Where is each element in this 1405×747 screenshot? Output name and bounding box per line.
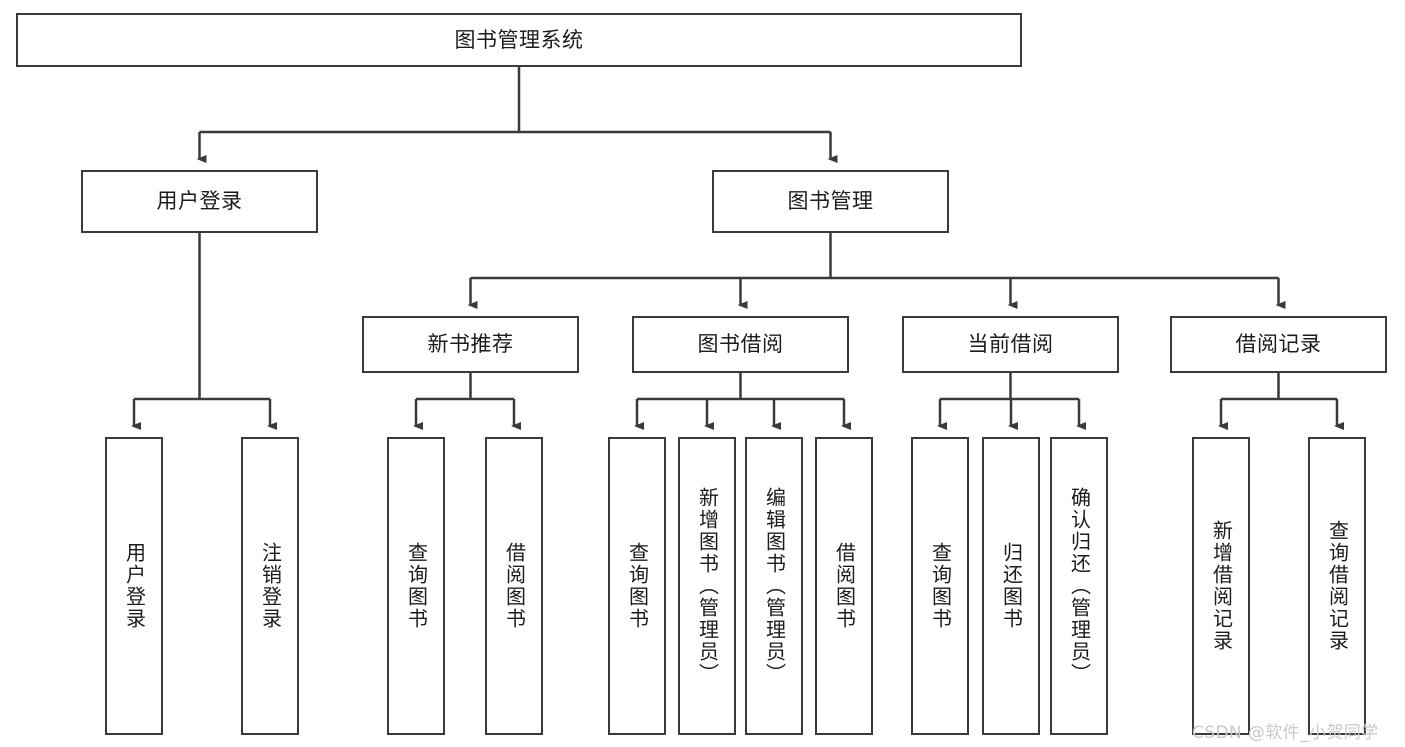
node-leaf-13[interactable]: 查询借阅记录 [1308,437,1366,735]
node-leaf-5[interactable]: 查询图书 [608,437,666,735]
node-label: 注销登录 [258,542,283,630]
node-leaf-4[interactable]: 借阅图书 [485,437,543,735]
node-label: 归还图书 [999,542,1024,630]
node-label: 图书借阅 [697,332,784,357]
node-lvl3-cur[interactable]: 当前借阅 [902,316,1119,373]
node-label: 查询图书 [404,542,429,630]
node-label: 查询图书 [625,542,650,630]
node-leaf-3[interactable]: 查询图书 [387,437,445,735]
node-lvl3-hist[interactable]: 借阅记录 [1170,316,1387,373]
node-lvl3-newrec[interactable]: 新书推荐 [362,316,579,373]
node-label: 新书推荐 [427,332,514,357]
node-label: 用户登录 [156,189,243,214]
node-label: 当前借阅 [967,332,1054,357]
node-lvl2-books[interactable]: 图书管理 [712,170,949,233]
node-label: 查询借阅记录 [1325,520,1350,652]
node-label: 图书管理系统 [454,27,584,52]
node-leaf-1[interactable]: 用户登录 [105,437,163,735]
csdn-watermark: CSDN @软件_小贺同学 [1192,723,1379,743]
node-root[interactable]: 图书管理系统 [16,13,1022,67]
node-label: 新增借阅记录 [1209,520,1234,652]
node-leaf-9[interactable]: 查询图书 [911,437,969,735]
node-label: 查询图书 [928,542,953,630]
node-leaf-2[interactable]: 注销登录 [241,437,299,735]
node-leaf-6[interactable]: 新增图书（管理员） [678,437,736,735]
node-label: 确认归还（管理员） [1067,487,1092,685]
node-lvl3-borrow[interactable]: 图书借阅 [632,316,849,373]
node-leaf-10[interactable]: 归还图书 [982,437,1040,735]
node-leaf-8[interactable]: 借阅图书 [815,437,873,735]
node-label: 图书管理 [787,189,874,214]
node-leaf-11[interactable]: 确认归还（管理员） [1050,437,1108,735]
node-leaf-7[interactable]: 编辑图书（管理员） [745,437,803,735]
node-label: 借阅记录 [1235,332,1322,357]
node-leaf-12[interactable]: 新增借阅记录 [1192,437,1250,735]
node-label: 借阅图书 [502,542,527,630]
node-label: 用户登录 [122,542,147,630]
node-label: 借阅图书 [832,542,857,630]
node-label: 编辑图书（管理员） [762,487,787,685]
node-lvl2-login[interactable]: 用户登录 [81,170,318,233]
node-label: 新增图书（管理员） [695,487,720,685]
